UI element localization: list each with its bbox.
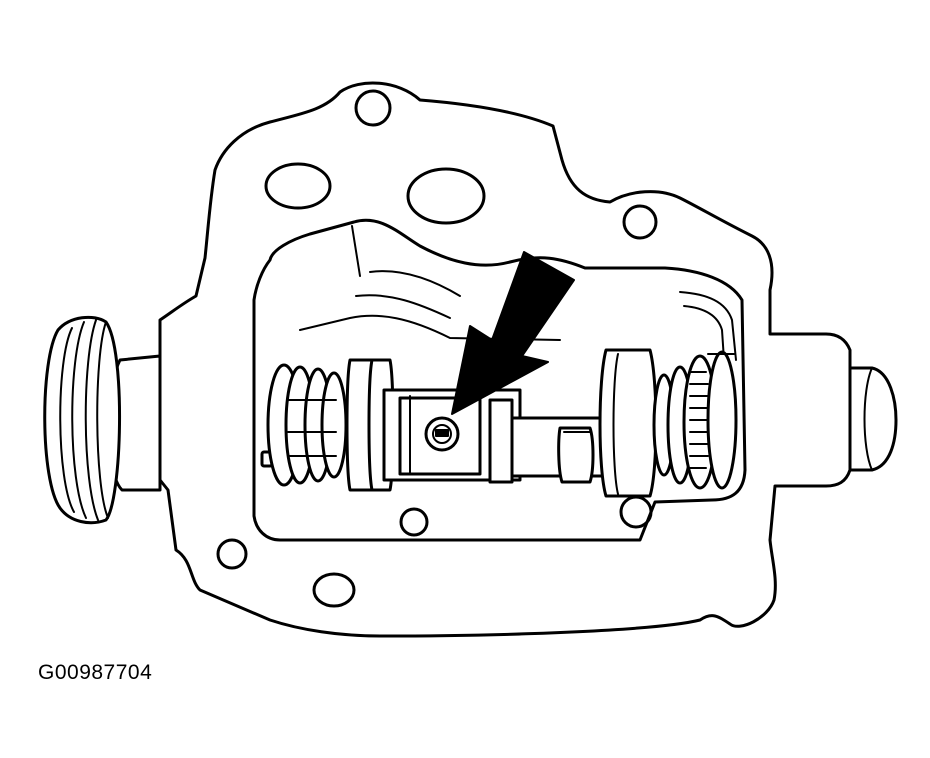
left-spring-assembly <box>260 363 348 487</box>
bolt-hole-bottom-left <box>312 572 356 608</box>
left-spring-coil-4 <box>320 371 348 479</box>
right-end-cap <box>848 366 898 472</box>
bolt-hole-top <box>354 89 392 127</box>
figure-code: G00987704 <box>38 661 153 684</box>
right-spring-assembly <box>598 348 738 498</box>
pointer-arrow <box>451 251 575 415</box>
spool-pin <box>557 426 595 484</box>
right-piston <box>598 348 658 498</box>
bolt-hole-upper-center <box>406 167 486 225</box>
bolt-hole-upper-right <box>622 204 658 240</box>
inner-cavity <box>252 218 747 542</box>
bolt-hole-lower-left <box>216 538 248 570</box>
left-end-cap <box>43 315 162 525</box>
spool-body <box>345 358 612 492</box>
housing-bolt-holes <box>216 89 658 608</box>
bolt-hole-inner-left <box>399 507 429 537</box>
bolt-hole-upper-left <box>264 162 332 210</box>
retaining-clip-inner <box>432 424 452 444</box>
